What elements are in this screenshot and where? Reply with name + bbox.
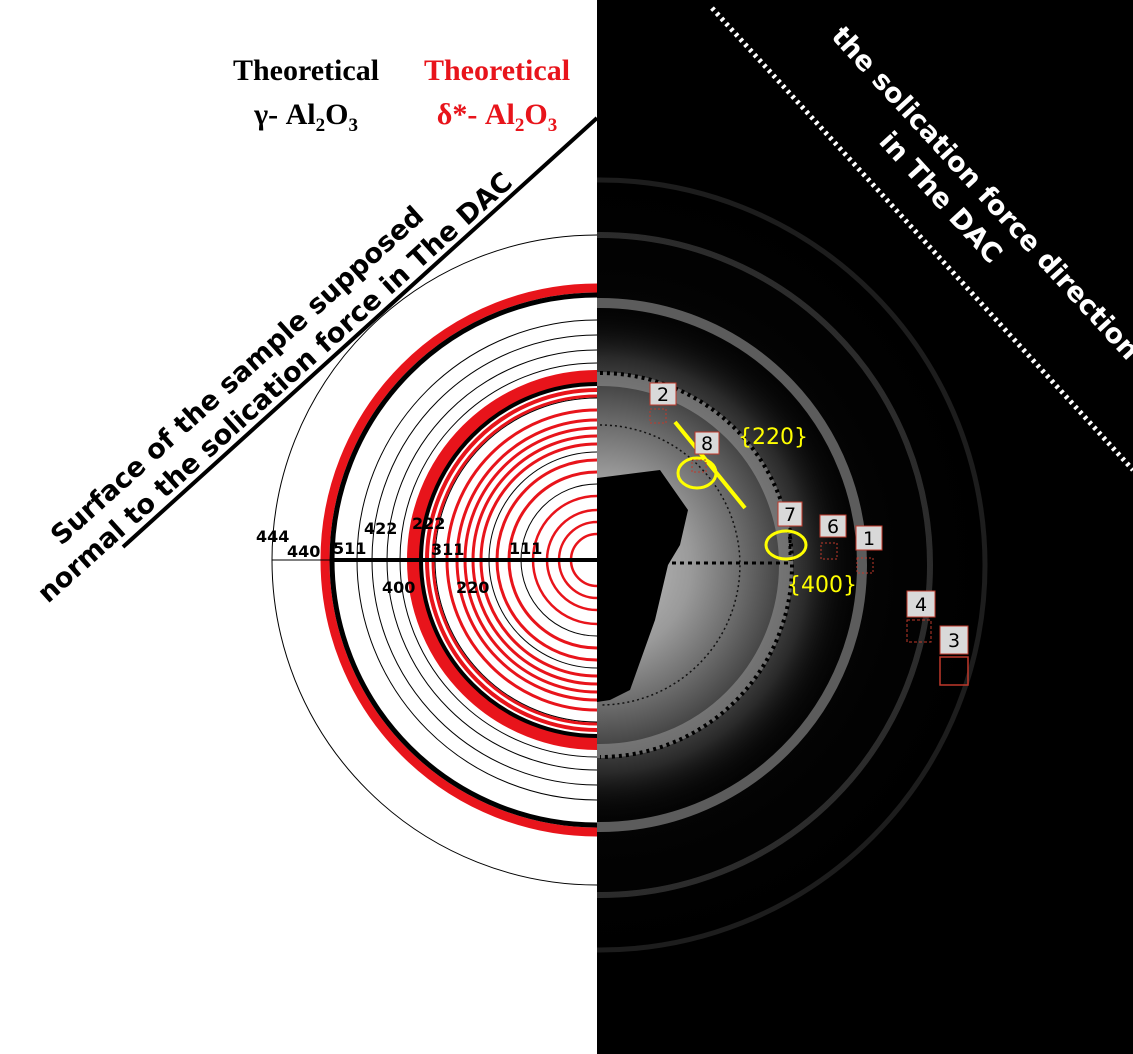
svg-text:4: 4 xyxy=(915,594,927,616)
label-111: 111 xyxy=(509,539,542,558)
label-444: 444 xyxy=(256,527,289,546)
spot-8: 8 xyxy=(691,431,720,473)
svg-text:3: 3 xyxy=(948,630,960,652)
family-400-label: {400} xyxy=(787,573,857,598)
svg-text:2: 2 xyxy=(657,384,669,406)
header: Theoretical γ- Al2O3 Theoretical δ*- Al2… xyxy=(233,54,570,136)
highlight-line-220 xyxy=(673,420,747,510)
family-220-label: {220} xyxy=(738,425,808,450)
label-311: 311 xyxy=(431,540,464,559)
svg-text:1: 1 xyxy=(863,528,875,550)
label-400: 400 xyxy=(382,578,415,597)
svg-text:7: 7 xyxy=(784,504,796,526)
svg-text:6: 6 xyxy=(827,516,839,538)
dotted-circle-inner xyxy=(599,424,741,706)
spot-6: 6 xyxy=(819,514,847,560)
ring-outer3-experimental xyxy=(597,177,988,953)
highlight-ellipse-8 xyxy=(676,456,718,490)
highlights: {220} {400} xyxy=(673,420,857,598)
gamma-title: Theoretical xyxy=(233,54,379,87)
theoretical-rings xyxy=(271,234,597,886)
spot-4: 4 xyxy=(906,590,936,643)
gamma-formula: γ- Al2O3 xyxy=(253,98,358,136)
spot-1: 1 xyxy=(855,525,883,574)
svg-text:8: 8 xyxy=(701,433,713,455)
delta-title: Theoretical xyxy=(424,54,570,87)
label-220: 220 xyxy=(456,578,489,597)
ring-outer-experimental xyxy=(597,298,867,832)
label-440: 440 xyxy=(287,542,320,561)
spot-markers: 2 8 7 6 1 4 3 xyxy=(649,382,969,686)
highlight-ellipse-7 xyxy=(764,529,808,561)
ring-labels: 444 440 511 422 222 311 400 220 111 xyxy=(256,514,542,597)
surface-line xyxy=(121,116,599,549)
beam-stop xyxy=(597,470,688,702)
spot-7: 7 xyxy=(777,501,803,527)
dotted-circle-outer xyxy=(599,371,794,759)
label-222: 222 xyxy=(412,514,445,533)
label-422: 422 xyxy=(364,519,397,538)
spot-2: 2 xyxy=(649,382,677,424)
ring-220-experimental xyxy=(597,372,793,758)
experimental-pattern xyxy=(597,0,1133,1054)
force-direction-line xyxy=(710,6,1133,472)
spot-3: 3 xyxy=(939,625,969,686)
pattern-glow xyxy=(597,305,860,825)
ring-outer2-experimental xyxy=(597,232,933,898)
delta-formula: δ*- Al2O3 xyxy=(437,98,557,136)
label-511: 511 xyxy=(333,539,366,558)
